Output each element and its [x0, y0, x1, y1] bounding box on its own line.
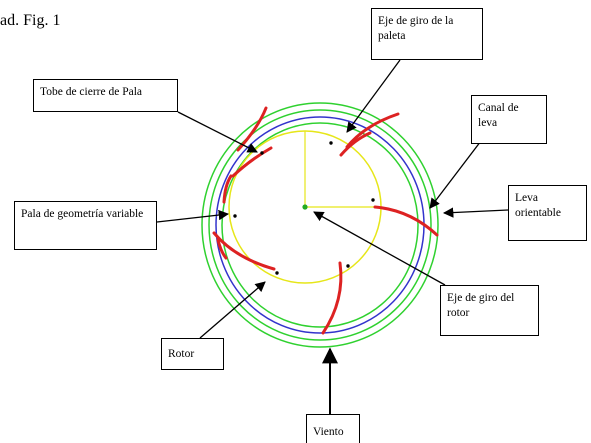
label-leva-orientable: Leva orientable [508, 185, 587, 241]
blade-right [373, 205, 439, 237]
label-canal-de-leva: Canal de leva [471, 95, 547, 144]
outer-ring-inner [208, 109, 432, 341]
pivot-dot [329, 141, 333, 145]
blades [212, 106, 439, 335]
leader-eje-paleta [346, 59, 401, 133]
pivot-dot [346, 264, 350, 268]
label-pala-geometria-variable: Pala de geometría variable [14, 201, 157, 250]
blade-top [345, 112, 400, 149]
blade-top-left-upper [236, 106, 268, 152]
blade-top-right [339, 131, 372, 157]
leader-leva [442, 207, 509, 218]
blade-bottom-left-lower [216, 238, 228, 260]
leader-pala [156, 209, 230, 223]
outer-ring-outer [201, 102, 439, 348]
blade-pivot-dots [233, 141, 375, 275]
blade-top-left [231, 146, 273, 178]
cam-channel-ring [215, 116, 425, 334]
blade-bottom-left [212, 231, 276, 271]
label-eje-giro-paleta: Eje de giro de la paleta [371, 8, 483, 60]
leader-rotor [199, 281, 266, 339]
leader-tobe [177, 111, 258, 153]
label-rotor: Rotor [161, 338, 224, 370]
leader-lines [156, 59, 509, 414]
pivot-dot [371, 198, 375, 202]
rotor-center-dot [302, 204, 308, 210]
leader-eje-rotor [313, 211, 446, 286]
label-tobe-cierre-pala: Tobe de cierre de Pala [33, 79, 178, 112]
figure-heading: ad. Fig. 1 [0, 12, 61, 29]
blade-left [222, 174, 233, 204]
pivot-dot [233, 214, 237, 218]
label-viento: Viento [306, 414, 360, 443]
blade-bottom [321, 261, 343, 335]
pivot-dot [275, 271, 279, 275]
pivot-dot [260, 151, 264, 155]
inner-green-ring [221, 122, 419, 328]
label-eje-giro-rotor: Eje de giro del rotor [440, 285, 539, 336]
